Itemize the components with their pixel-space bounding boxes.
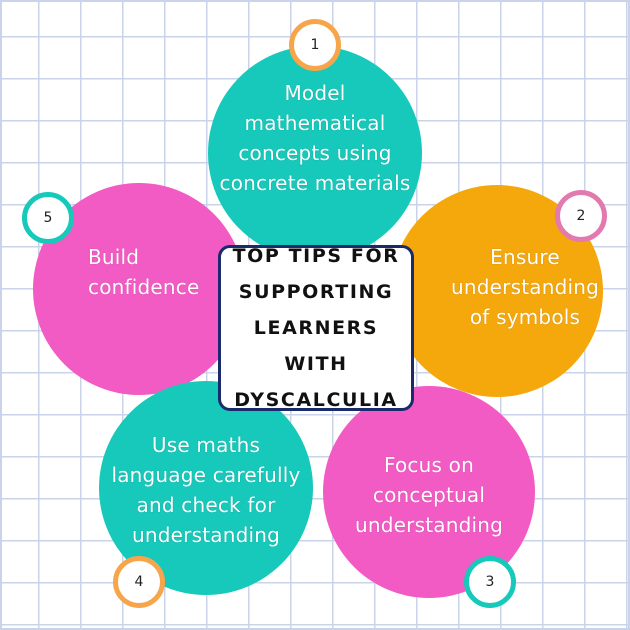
tip-2-line: of symbols	[469, 305, 581, 329]
tip-1-line: concepts using	[238, 141, 392, 165]
tip-1-line: concrete materials	[219, 171, 411, 195]
tip-4-line: language carefully	[111, 463, 301, 487]
title-box: TOP TIPS FOR SUPPORTING LEARNERS WITH DY…	[218, 245, 414, 411]
tip-4-line: understanding	[132, 523, 280, 547]
tip-4-number-badge: 4	[113, 556, 165, 608]
title-line: DYSCALCULIA	[234, 389, 398, 411]
tip-4-line: and check for	[136, 493, 276, 517]
tip-5-text: Build confidence	[88, 242, 199, 302]
tip-1-line: Model	[284, 81, 346, 105]
tip-1-text: Model mathematical concepts using concre…	[220, 78, 411, 198]
tip-4-text: Use maths language carefully and check f…	[111, 430, 300, 550]
tip-3-number-badge: 3	[464, 556, 516, 608]
tip-4-line: Use maths	[151, 433, 261, 457]
tip-1-number-badge: 1	[289, 19, 341, 71]
title-line: TOP TIPS FOR	[232, 245, 400, 267]
tip-2-number-badge: 2	[555, 190, 607, 242]
tip-3-line: Focus on	[384, 453, 474, 477]
tip-2-text: Ensure understanding of symbols	[451, 242, 599, 332]
tip-3-text: Focus on conceptual understanding	[355, 450, 503, 540]
tip-2-line: Ensure	[490, 245, 560, 269]
tip-3-line: conceptual	[372, 483, 486, 507]
title-line: SUPPORTING	[238, 281, 394, 303]
page-title: TOP TIPS FOR SUPPORTING LEARNERS WITH DY…	[221, 238, 411, 418]
title-line: LEARNERS WITH	[253, 317, 379, 375]
tip-5-line: confidence	[88, 275, 200, 299]
tip-5-line: Build	[88, 245, 140, 269]
tip-3-line: understanding	[355, 513, 503, 537]
tip-5-number-badge: 5	[22, 192, 74, 244]
tip-2-line: understanding	[451, 275, 599, 299]
tip-1-line: mathematical	[244, 111, 386, 135]
tip-1-circle: Model mathematical concepts using concre…	[208, 46, 422, 260]
